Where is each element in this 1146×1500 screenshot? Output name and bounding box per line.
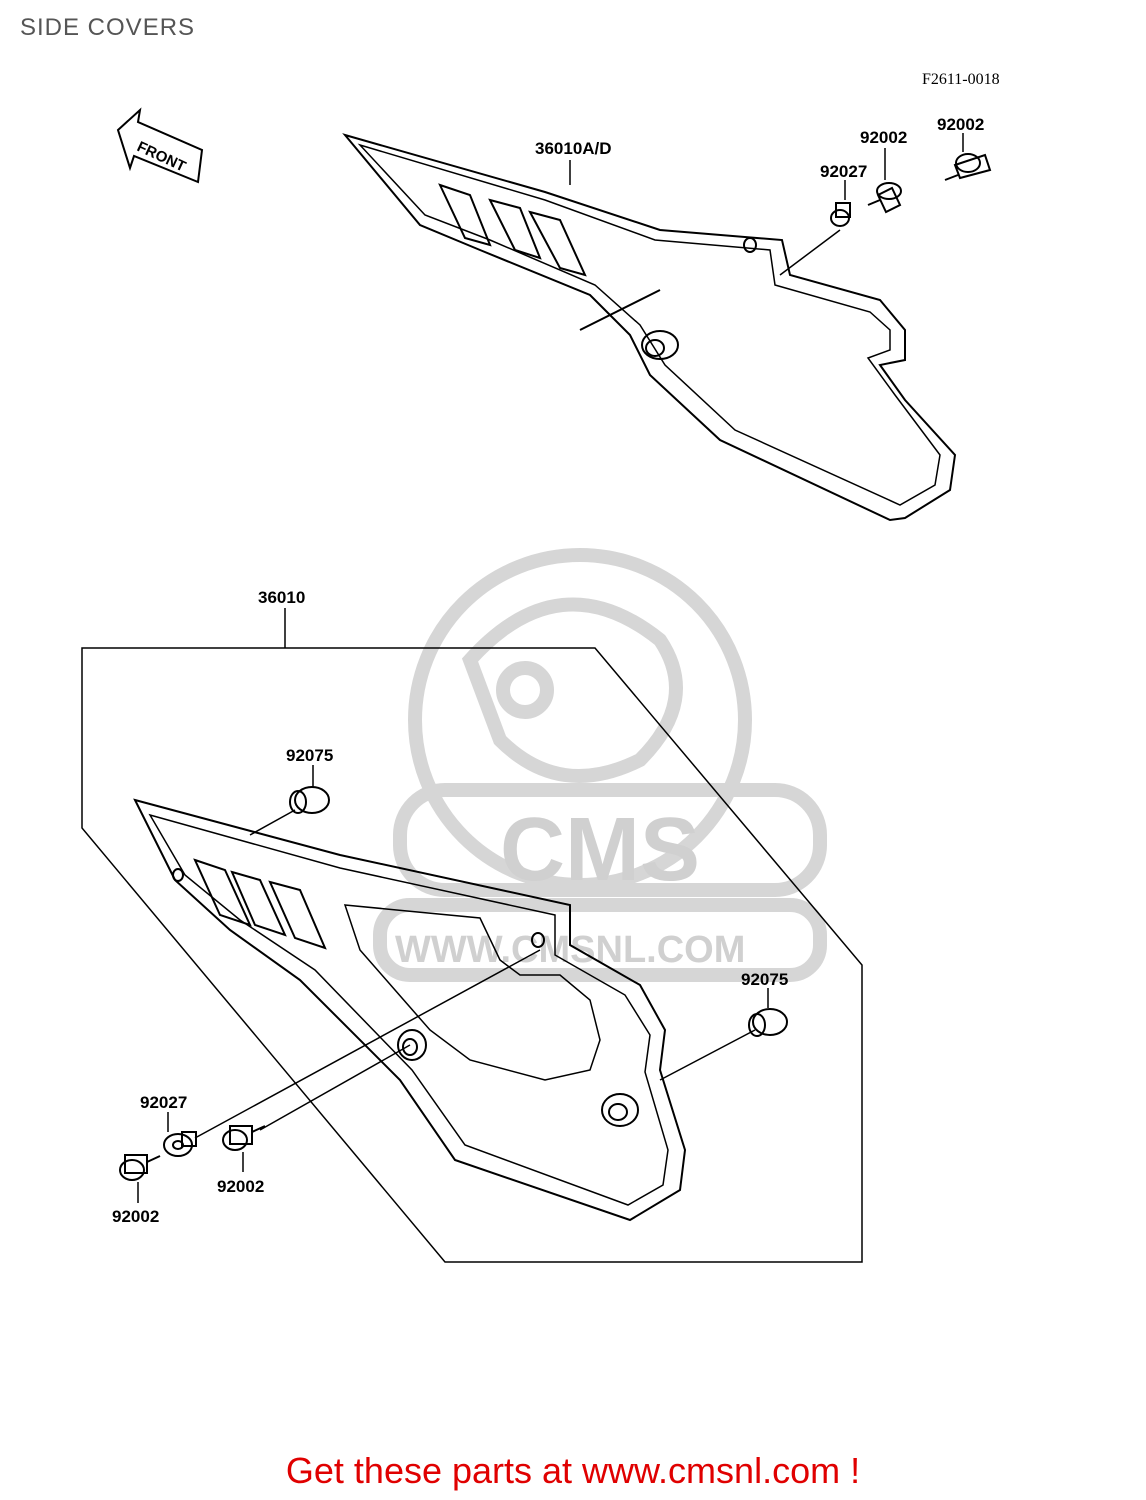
page-title: SIDE COVERS [20, 14, 196, 41]
label-92002-lower-left: 92002 [112, 1207, 159, 1226]
upper-bolt-92002-a [867, 182, 902, 214]
label-36010: 36010 [258, 588, 305, 607]
figure-code: F2611-0018 [922, 71, 1000, 88]
watermark-logo: CMS WWW.CMSNL.COM [373, 548, 827, 982]
front-arrow-label: FRONT [134, 138, 188, 175]
label-92027-lower: 92027 [140, 1093, 187, 1112]
upper-collar-92027 [830, 202, 851, 227]
label-92027-upper: 92027 [820, 162, 867, 181]
front-arrow-icon: FRONT [116, 107, 204, 184]
lower-collar-92027 [163, 1131, 197, 1157]
label-92075-right: 92075 [741, 970, 788, 989]
lower-bolt-92002-left [119, 1154, 161, 1181]
lower-bolt-92002-mid [222, 1125, 266, 1151]
upper-bolt-92002-b [944, 153, 992, 181]
label-92002-lower-mid: 92002 [217, 1177, 264, 1196]
lower-assembly-bracket [81, 647, 863, 1263]
label-92075-top: 92075 [286, 746, 333, 765]
label-92002-upper-b: 92002 [937, 115, 984, 134]
lower-side-cover [133, 798, 687, 1222]
parts-diagram: CMS WWW.CMSNL.COM F2611-0018 FRONT [81, 71, 1000, 1263]
label-36010a-d: 36010A/D [535, 139, 612, 158]
watermark-cms-text: CMS [500, 800, 700, 900]
upper-side-cover [342, 133, 957, 522]
label-92002-upper-a: 92002 [860, 128, 907, 147]
cta-link[interactable]: Get these parts at www.cmsnl.com ! [285, 1450, 861, 1491]
lower-grommet-92075-top [289, 786, 330, 814]
lower-grommet-92075-right [748, 1008, 788, 1037]
